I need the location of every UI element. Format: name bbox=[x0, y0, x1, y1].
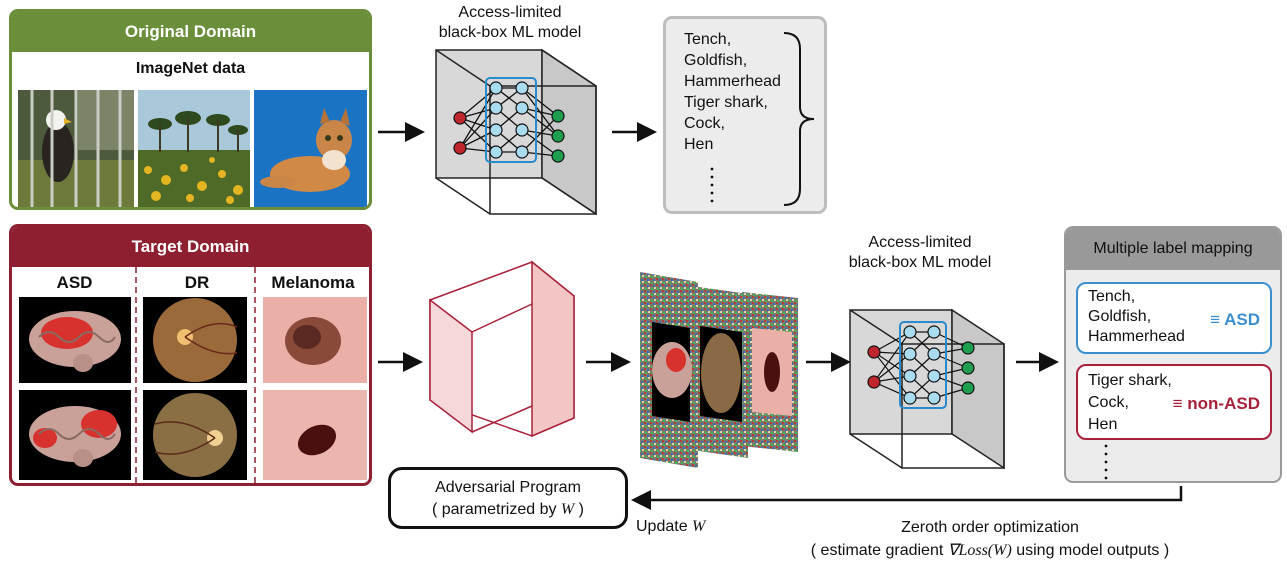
adversarial-program-param: ( parametrized by W ) bbox=[391, 501, 625, 519]
adversarial-program-frame bbox=[429, 260, 575, 438]
imagenet-data-label: ImageNet data bbox=[135, 60, 246, 77]
update-var: W bbox=[692, 518, 706, 535]
label-goldfish: Goldfish, bbox=[684, 52, 748, 69]
update-prefix: Update bbox=[636, 518, 693, 535]
model-top-label-line1: Access-limited bbox=[458, 4, 562, 21]
label-mapping-panel: Multiple label mapping Tench, Goldfish, … bbox=[1064, 226, 1282, 483]
neural-network-icon bbox=[435, 48, 597, 216]
original-domain-panel: Original Domain ImageNet data bbox=[9, 9, 372, 210]
label-mapping-title: Multiple label mapping bbox=[1066, 228, 1280, 270]
column-label-melanoma: Melanoma bbox=[271, 273, 355, 292]
column-dividers bbox=[135, 267, 256, 483]
brace-icon bbox=[783, 32, 815, 206]
arrow-icon bbox=[631, 486, 1183, 510]
param-var: W bbox=[560, 501, 575, 518]
brain-image-1 bbox=[19, 297, 131, 383]
zeroth-order-title: Zeroth order optimization bbox=[901, 519, 1079, 536]
original-domain-title: Original Domain bbox=[12, 12, 369, 52]
nonasd-mapping-label: ≡ non-ASD bbox=[1172, 394, 1260, 413]
perturbed-images-stack bbox=[640, 272, 798, 468]
asd-item-tench: Tench, bbox=[1088, 288, 1136, 305]
nonasd-item-tiger-shark: Tiger shark, bbox=[1088, 372, 1172, 389]
nonasd-item-hen: Hen bbox=[1088, 416, 1118, 433]
adversarial-program-title: Adversarial Program bbox=[435, 479, 581, 496]
more-dots bbox=[1104, 444, 1108, 480]
label-tench: Tench, bbox=[684, 31, 732, 48]
melanoma-image-1 bbox=[263, 297, 367, 383]
column-label-dr: DR bbox=[184, 273, 210, 292]
asd-item-hammerhead: Hammerhead bbox=[1088, 328, 1185, 345]
column-label-asd: ASD bbox=[56, 273, 93, 292]
melanoma-image-2 bbox=[263, 390, 367, 480]
model-bottom-label-line2: black-box ML model bbox=[848, 254, 992, 271]
target-domain-panel: Target Domain ASD DR Melanoma bbox=[9, 224, 372, 486]
adversarial-program-box: Adversarial Program ( parametrized by W … bbox=[388, 467, 628, 529]
param-suffix: ) bbox=[574, 501, 585, 518]
label-cock: Cock, bbox=[684, 115, 725, 132]
model-top-label-line2: black-box ML model bbox=[438, 24, 582, 41]
cat-image bbox=[254, 90, 367, 207]
param-prefix: ( parametrized by bbox=[431, 501, 561, 518]
brain-image-2 bbox=[19, 390, 131, 480]
opt-math: ∇Loss(W) bbox=[947, 542, 1012, 559]
nonasd-item-cock: Cock, bbox=[1088, 394, 1129, 411]
asd-label-group: Tench, Goldfish, Hammerhead ≡ ASD bbox=[1076, 282, 1272, 354]
opt-prefix: ( estimate gradient bbox=[810, 542, 948, 559]
eagle-image bbox=[18, 90, 134, 207]
imagenet-labels-box: Tench, Goldfish, Hammerhead Tiger shark,… bbox=[663, 16, 827, 214]
asd-item-goldfish: Goldfish, bbox=[1088, 308, 1152, 325]
label-tiger-shark: Tiger shark, bbox=[684, 94, 768, 111]
model-bottom-label-line1: Access-limited bbox=[868, 234, 972, 251]
label-hammerhead: Hammerhead bbox=[684, 73, 781, 90]
neural-network-icon bbox=[849, 308, 1005, 470]
retina-image-2 bbox=[143, 390, 247, 480]
target-domain-title: Target Domain bbox=[12, 227, 369, 267]
sunflower-field-image bbox=[138, 90, 250, 207]
nonasd-label-group: Tiger shark, Cock, Hen ≡ non-ASD bbox=[1076, 364, 1272, 440]
label-hen: Hen bbox=[684, 136, 714, 153]
retina-image-1 bbox=[143, 297, 247, 383]
asd-mapping-label: ≡ ASD bbox=[1210, 310, 1260, 329]
labels-decoration bbox=[710, 32, 815, 206]
update-w-label: Update W bbox=[636, 518, 705, 536]
opt-suffix: using model outputs ) bbox=[1011, 542, 1170, 559]
zeroth-order-description: ( estimate gradient ∇Loss(W) using model… bbox=[740, 540, 1240, 560]
